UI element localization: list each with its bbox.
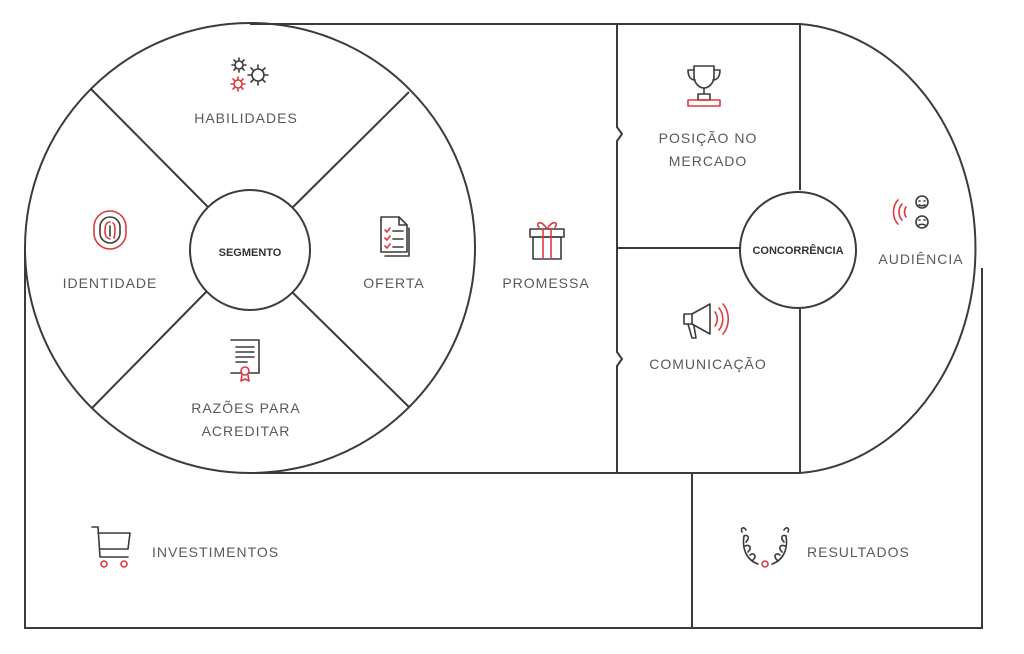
- label-comunicacao: COMUNICAÇÃO: [649, 356, 767, 372]
- label-oferta: OFERTA: [363, 275, 425, 291]
- promise-divider: [616, 24, 624, 473]
- shopping-cart-icon: [91, 526, 131, 568]
- divider-bottom-left: [91, 290, 208, 409]
- certificate-icon: [230, 339, 260, 382]
- audience-faces-icon: [892, 195, 929, 229]
- outer-frame: [24, 248, 983, 629]
- label-investimentos: INVESTIMENTOS: [152, 544, 280, 560]
- segment-center-circle: [189, 189, 311, 311]
- gift-icon: [529, 221, 565, 260]
- fingerprint-icon: [93, 210, 127, 250]
- label-habilidades: HABILIDADES: [194, 110, 298, 126]
- label-audiencia: AUDIÊNCIA: [878, 251, 964, 267]
- label-razoes-line1: RAZÕES PARA: [191, 400, 301, 416]
- label-resultados: RESULTADOS: [807, 544, 910, 560]
- laurel-wreath-icon: [740, 527, 790, 568]
- divider-top-right: [291, 91, 410, 209]
- trophy-icon: [687, 65, 721, 107]
- label-posicao-line1: POSIÇÃO NO: [658, 130, 758, 146]
- megaphone-icon: [683, 303, 730, 339]
- label-promessa: PROMESSA: [502, 275, 590, 291]
- label-segmento: SEGMENTO: [218, 247, 282, 259]
- document-checklist-icon: [380, 216, 410, 257]
- label-posicao-line2: MERCADO: [668, 153, 748, 169]
- divider-top-left: [90, 88, 209, 208]
- audience-arc: [799, 23, 977, 474]
- competition-circle: [739, 191, 857, 309]
- label-razoes-line2: ACREDITAR: [201, 423, 291, 439]
- label-identidade: IDENTIDADE: [62, 275, 158, 291]
- gears-icon: [230, 57, 269, 92]
- divider-bottom-right: [291, 291, 410, 408]
- label-concorrencia: CONCORRÊNCIA: [752, 245, 844, 257]
